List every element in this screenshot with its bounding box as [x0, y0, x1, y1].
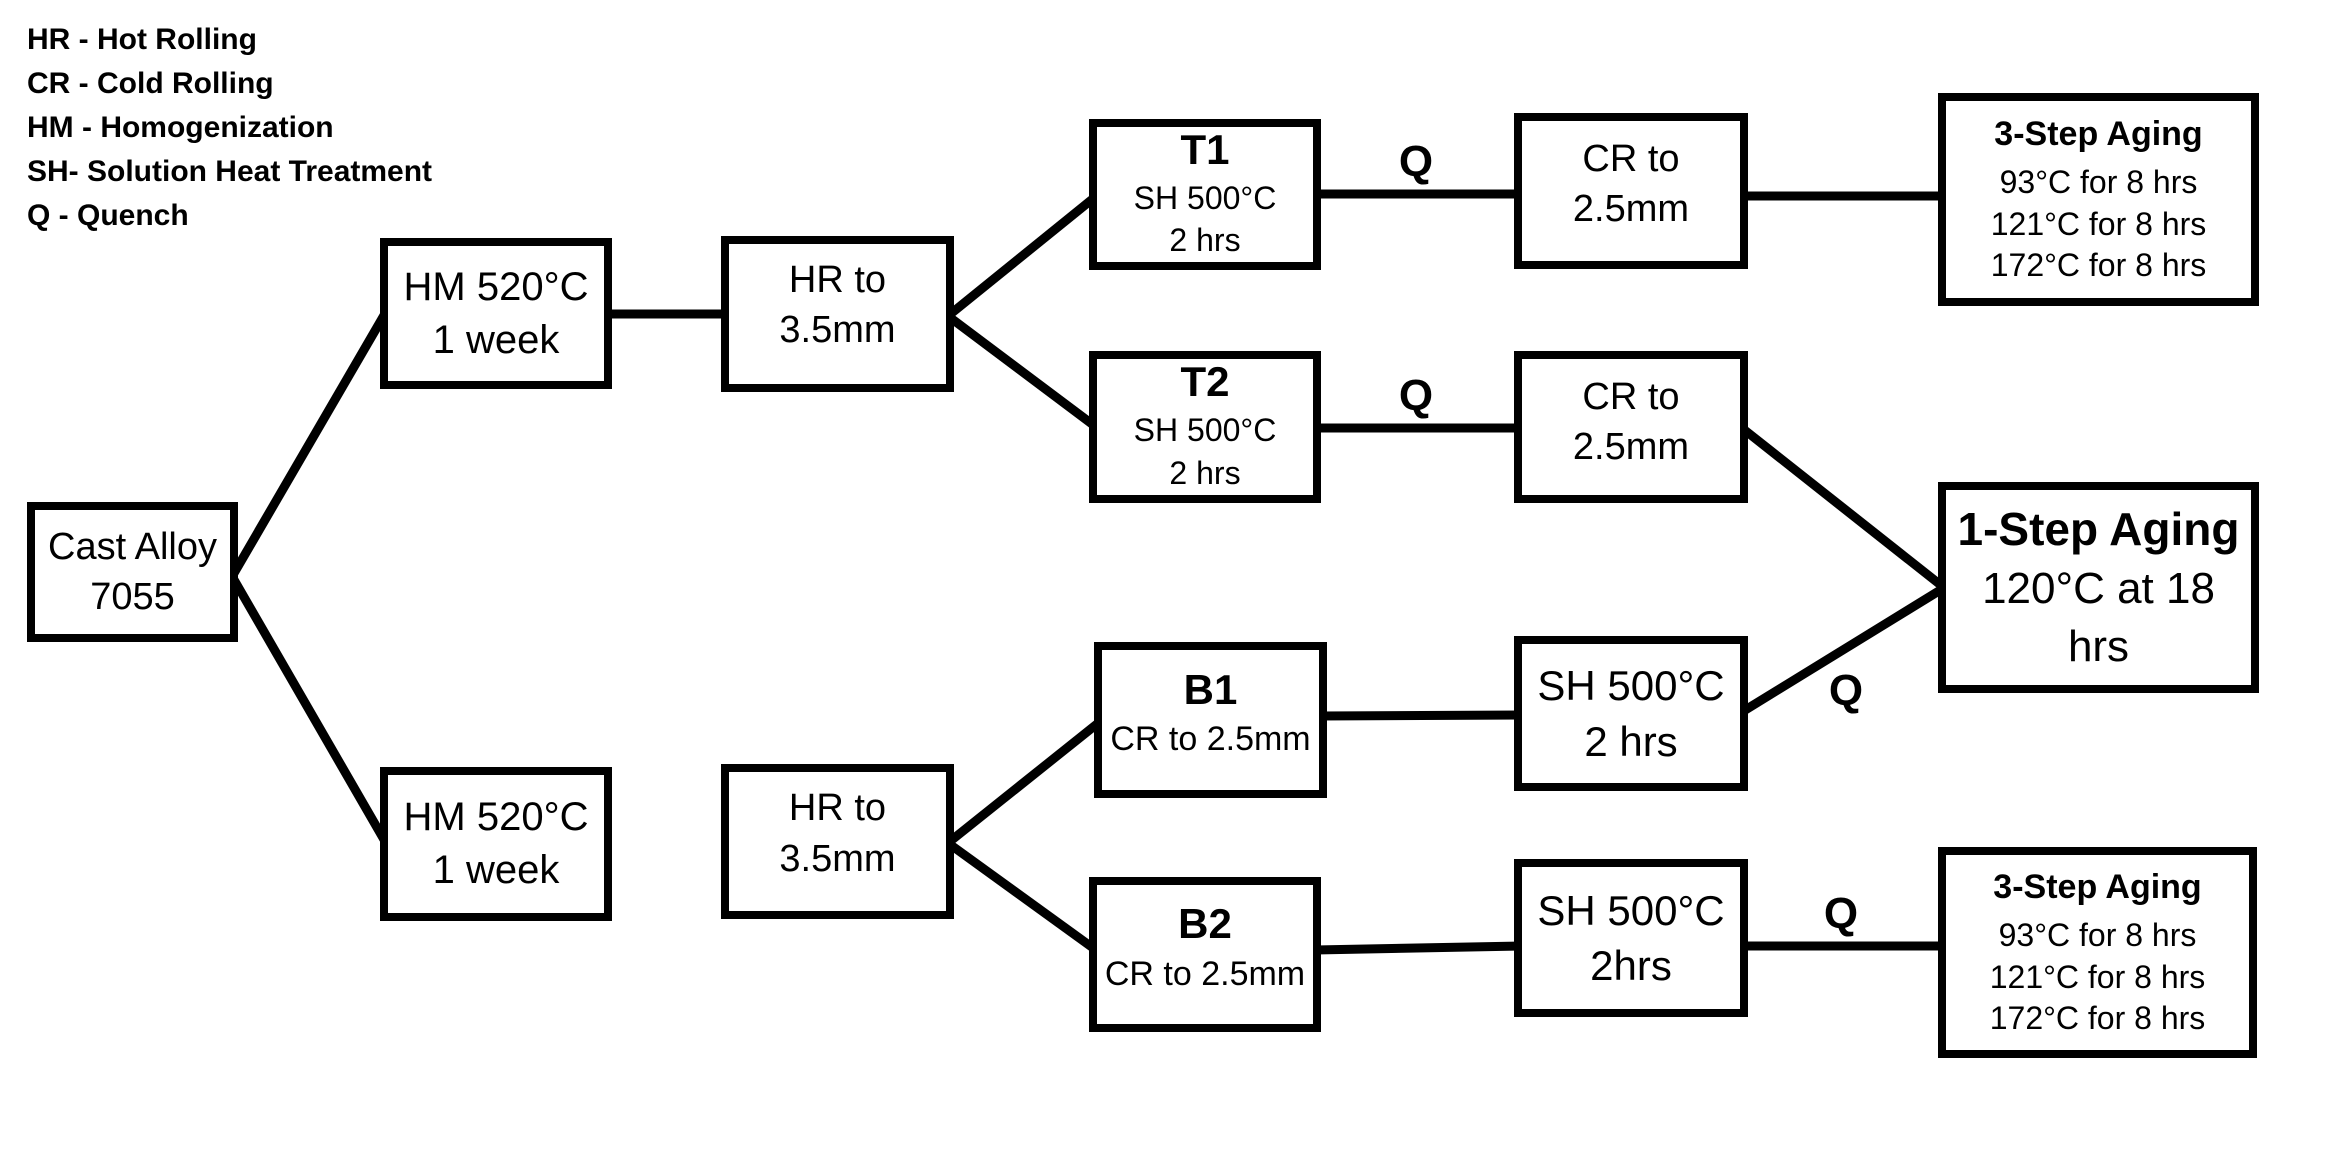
legend-item-hr: HR - Hot Rolling	[27, 23, 257, 56]
connector-sh-b1-to-aging1	[1739, 582, 1950, 716]
node-hm-bottom: HM 520°C 1 week	[380, 767, 612, 921]
connector-hr-top-to-t2	[945, 312, 1103, 434]
node-text: CR to 2.5mm	[1110, 720, 1311, 759]
node-text: HM 520°C	[403, 795, 589, 840]
node-title: 1-Step Aging	[1957, 503, 2240, 556]
connector-hr-top-to-t1	[945, 189, 1103, 320]
node-3-step-aging-top: 3-Step Aging 93°C for 8 hrs 121°C for 8 …	[1938, 93, 2259, 306]
node-text: 121°C for 8 hrs	[1989, 958, 2206, 995]
node-text: CR to 2.5mm	[1572, 375, 1690, 468]
connector-cr-t2-to-aging1	[1739, 424, 1950, 594]
node-title: 3-Step Aging	[1994, 115, 2203, 154]
quench-label-after-sh-b2: Q	[1823, 889, 1859, 938]
node-text: 172°C for 8 hrs	[1990, 247, 2207, 284]
connector-hr-bottom-to-b1	[945, 716, 1105, 847]
node-text: HM 520°C	[403, 264, 589, 309]
legend-item-hm: HM - Homogenization	[27, 111, 334, 144]
legend-item-sh: SH- Solution Heat Treatment	[27, 155, 433, 188]
node-text: 2hrs	[1590, 942, 1672, 989]
node-text: 93°C for 8 hrs	[1999, 164, 2198, 201]
node-text: 2 hrs	[1169, 454, 1241, 491]
node-text: 172°C for 8 hrs	[1989, 1000, 2206, 1037]
node-sh-after-b2: SH 500°C 2hrs	[1514, 859, 1748, 1017]
node-text: 2 hrs	[1584, 717, 1678, 765]
node-t2: T2 SH 500°C 2 hrs	[1089, 351, 1321, 503]
legend-item-q: Q - Quench	[27, 199, 189, 232]
connector-cast-to-hm-bottom	[229, 575, 394, 853]
node-text: SH 500°C	[1133, 412, 1277, 449]
node-title: B1	[1183, 665, 1238, 713]
connector-cast-to-hm-top	[229, 302, 394, 578]
node-b2: B2 CR to 2.5mm	[1089, 877, 1321, 1032]
node-text: 121°C for 8 hrs	[1990, 205, 2207, 242]
node-text: HR to 3.5mm	[779, 787, 896, 880]
node-t1: T1 SH 500°C 2 hrs	[1089, 119, 1321, 270]
legend: HR - Hot Rolling CR - Cold Rolling HM - …	[27, 18, 432, 238]
node-text: SH 500°C	[1537, 662, 1725, 710]
quench-label-after-sh-b1: Q	[1828, 666, 1864, 715]
node-sh-after-b1: SH 500°C 2 hrs	[1514, 636, 1748, 791]
node-text: Cast Alloy	[48, 525, 217, 568]
node-text: 1 week	[432, 317, 560, 362]
node-title: T1	[1180, 125, 1230, 173]
node-text: SH 500°C	[1537, 886, 1725, 934]
node-3-step-aging-bottom: 3-Step Aging 93°C for 8 hrs 121°C for 8 …	[1938, 847, 2257, 1058]
quench-label-after-t2: Q	[1398, 371, 1434, 420]
node-cr-after-t2: CR to 2.5mm	[1514, 351, 1748, 503]
quench-label-after-t1: Q	[1398, 137, 1434, 186]
node-1-step-aging: 1-Step Aging 120°C at 18 hrs	[1938, 482, 2259, 693]
node-text: SH 500°C	[1133, 179, 1277, 216]
node-cast-alloy: Cast Alloy 7055	[27, 502, 238, 642]
node-title: B2	[1178, 900, 1232, 948]
node-hm-top: HM 520°C 1 week	[380, 238, 612, 389]
node-b1: B1 CR to 2.5mm	[1094, 642, 1327, 798]
node-hr-top: HR to 3.5mm	[721, 236, 954, 392]
node-hr-bottom: HR to 3.5mm	[721, 764, 954, 919]
connector-b2-to-sh	[1314, 941, 1523, 955]
node-title: T2	[1180, 358, 1230, 406]
node-text: 2 hrs	[1169, 222, 1241, 259]
legend-item-cr: CR - Cold Rolling	[27, 67, 274, 100]
node-text: CR to 2.5mm	[1104, 954, 1306, 993]
node-text: 1 week	[432, 848, 560, 892]
node-text: 93°C for 8 hrs	[1998, 917, 2197, 954]
node-text: 7055	[90, 576, 175, 618]
connector-hr-bottom-to-b2	[945, 839, 1103, 957]
node-title: 3-Step Aging	[1993, 868, 2202, 907]
node-text: CR to 2.5mm	[1572, 137, 1690, 230]
node-text: HR to 3.5mm	[779, 258, 896, 351]
node-text: 120°C at 18 hrs	[1982, 563, 2215, 671]
node-cr-after-t1: CR to 2.5mm	[1514, 113, 1748, 269]
connector-b1-to-sh	[1319, 710, 1523, 721]
